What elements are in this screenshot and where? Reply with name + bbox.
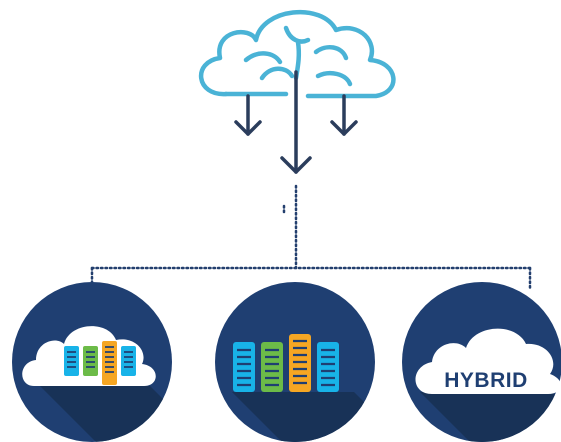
cloud-with-servers-icon (22, 326, 156, 386)
connector-lines (90, 184, 532, 292)
on-premises-node (215, 282, 375, 442)
long-shadow (40, 386, 172, 442)
brain-cloud-icon (199, 9, 396, 99)
hybrid-cloud-icon: HYBRID (415, 328, 561, 394)
hybrid-cloud-node: HYBRID (402, 282, 561, 442)
long-shadow (232, 392, 375, 442)
private-cloud-node (12, 282, 172, 442)
long-shadow (420, 392, 561, 442)
download-arrows-icon (234, 70, 358, 174)
hybrid-label: HYBRID (444, 369, 528, 392)
servers-icon (233, 334, 339, 392)
